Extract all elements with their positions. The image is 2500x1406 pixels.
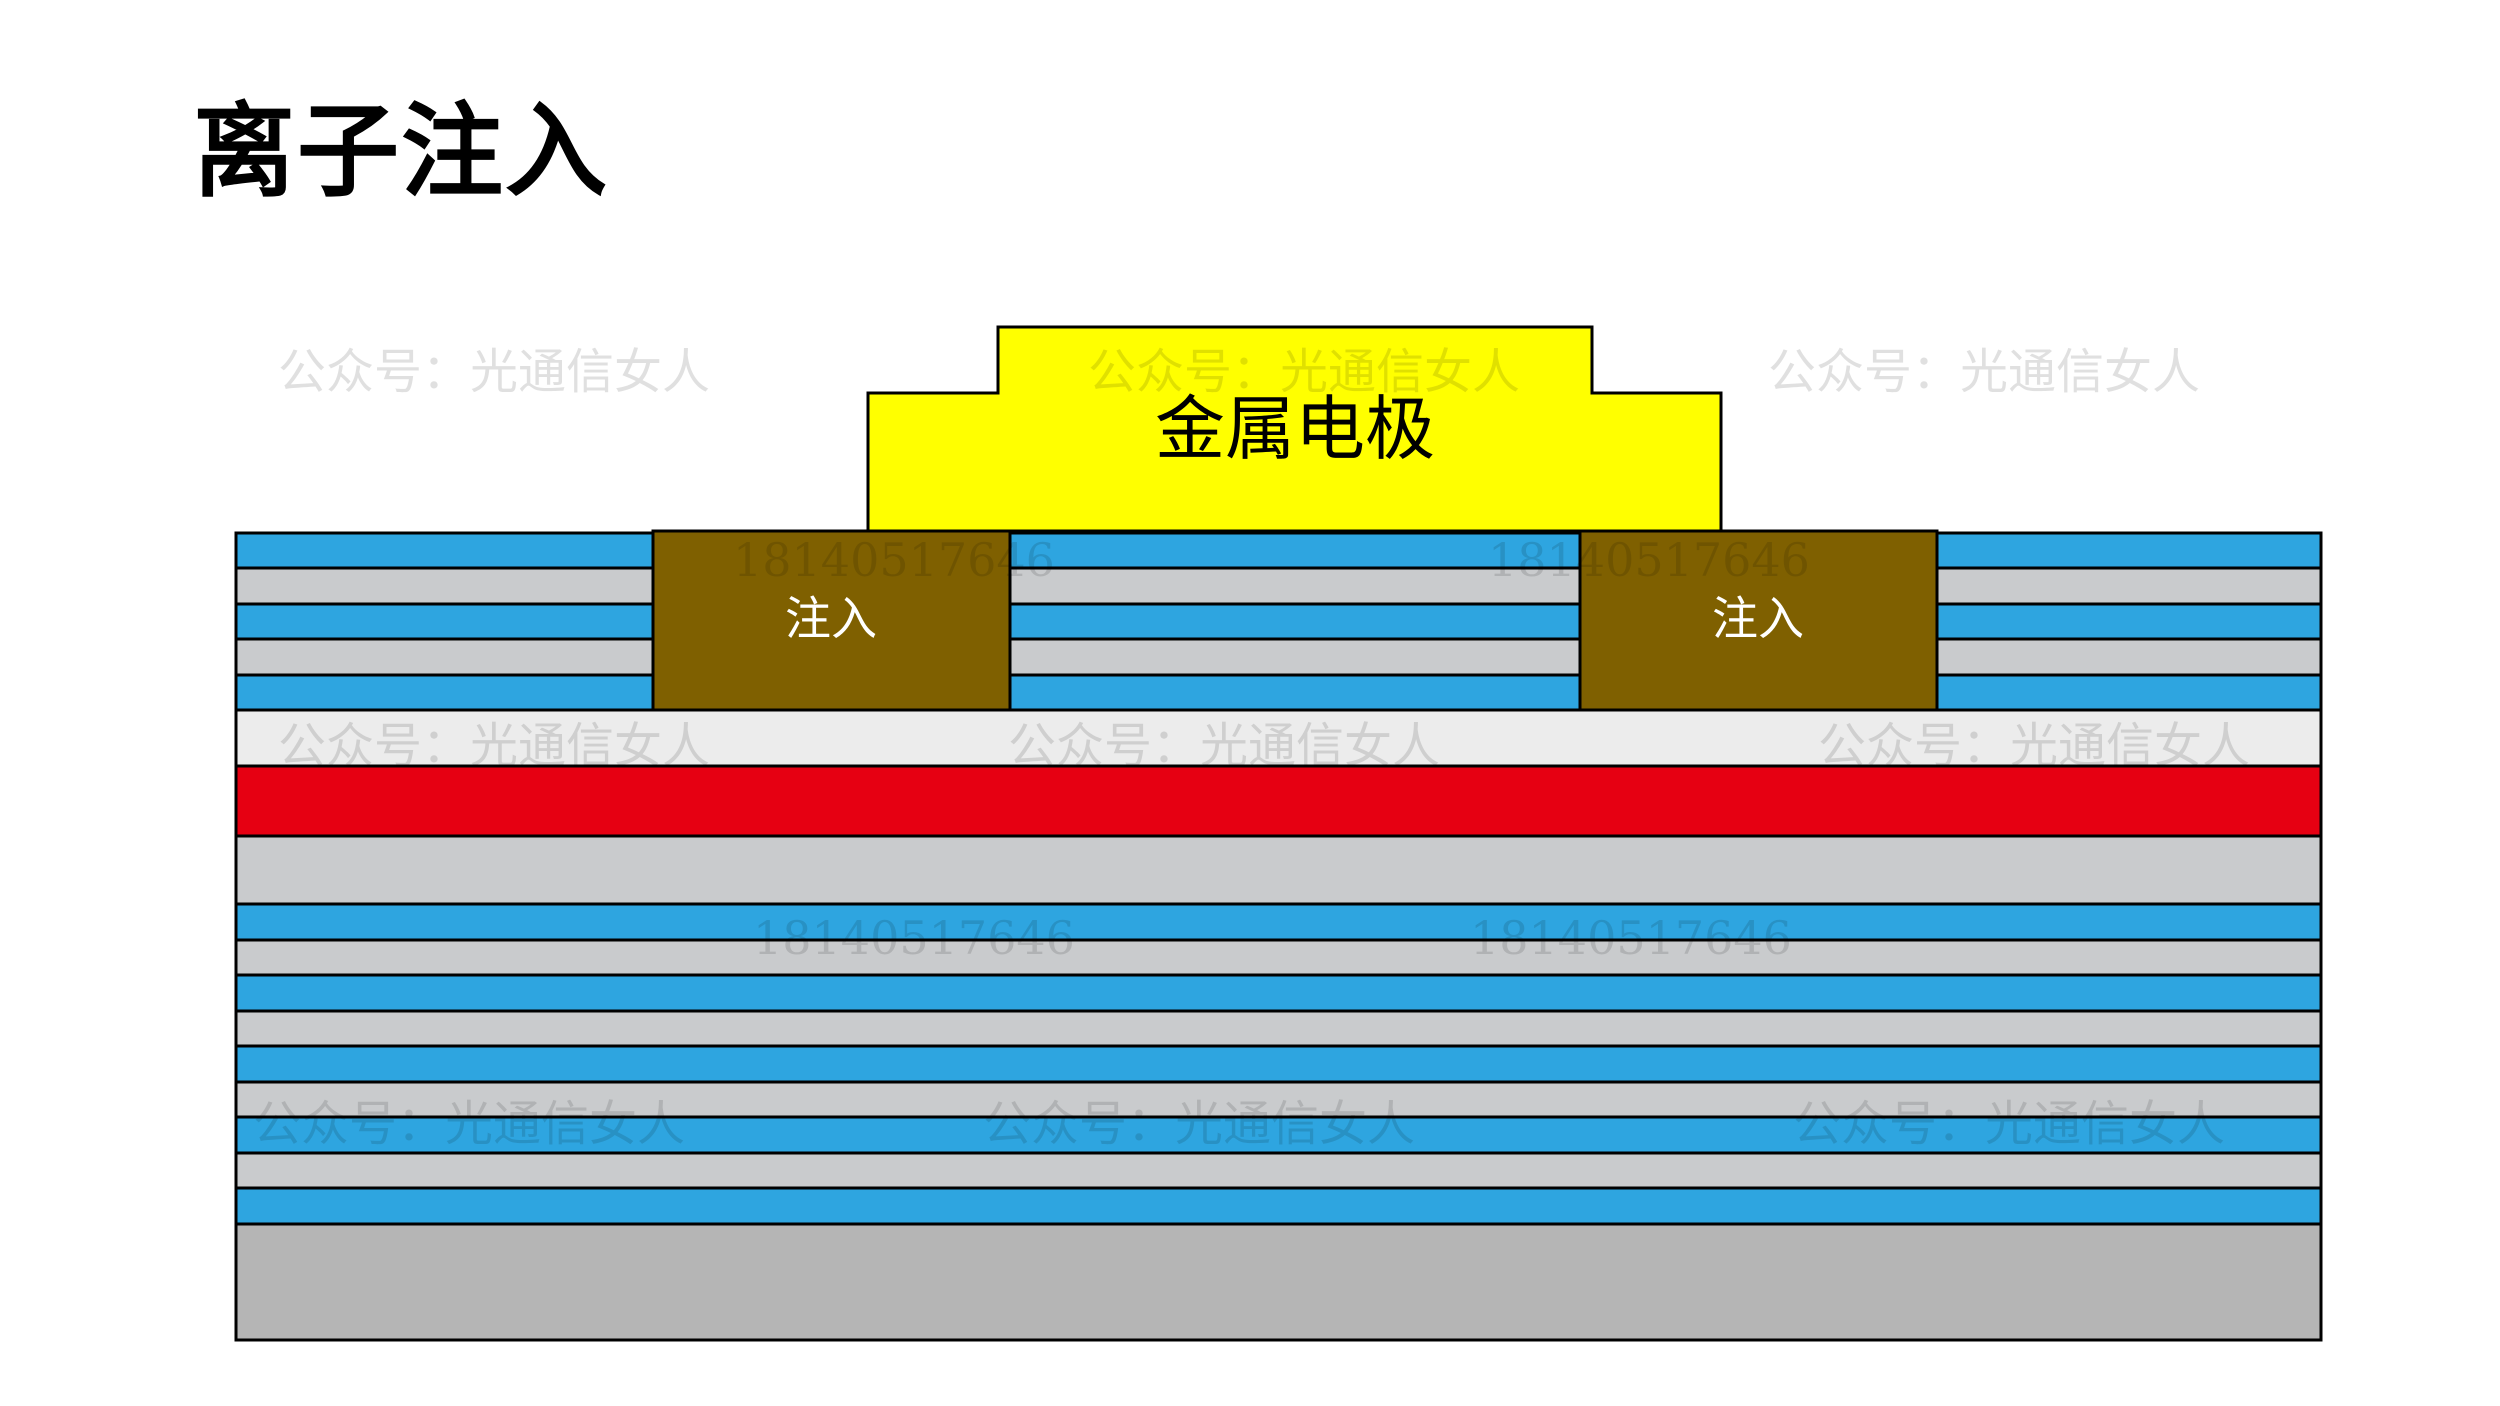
dbr-bottom-blue-5 xyxy=(234,1186,2323,1226)
dbr-top-blue-1 xyxy=(234,531,2323,570)
dbr-bottom-gray-2 xyxy=(234,1009,2323,1048)
watermark-account: 公众号：光通信女人 xyxy=(983,1096,1415,1152)
substrate xyxy=(234,1222,2323,1342)
watermark-account: 公众号：光通信女人 xyxy=(1008,718,1440,774)
watermark-account: 公众号：光通信女人 xyxy=(1793,1096,2225,1152)
dbr-bottom-blue-2 xyxy=(234,973,2323,1013)
watermark-phone: 18140517646 xyxy=(1488,533,1810,587)
dbr-top-gray-2 xyxy=(234,637,2323,677)
watermark-account: 公众号：光通信女人 xyxy=(278,718,710,774)
dbr-top-blue-3 xyxy=(234,673,2323,712)
dbr-bottom-gray-3 xyxy=(234,1080,2323,1119)
dbr-top-blue-2 xyxy=(234,602,2323,641)
dbr-bottom-gray-4 xyxy=(234,1151,2323,1190)
dbr-bottom-blue-3 xyxy=(234,1044,2323,1084)
dbr-bottom-blue-1 xyxy=(234,902,2323,942)
implant-label-right: 注入 xyxy=(1712,592,1804,646)
watermark-account: 公众号：光通信女人 xyxy=(253,1096,685,1152)
watermark-phone: 18140517646 xyxy=(733,533,1055,587)
layer-stack xyxy=(234,531,2323,1342)
dbr-top-gray-1 xyxy=(234,566,2323,606)
implant-region-right xyxy=(1578,529,1939,712)
implant-label-left: 注入 xyxy=(785,592,877,646)
dbr-bottom-blue-4 xyxy=(234,1115,2323,1155)
watermark-phone: 18140517646 xyxy=(753,911,1075,965)
spacer-layer xyxy=(234,834,2323,906)
watermark-account: 公众号：光通信女人 xyxy=(1088,344,1520,400)
watermark-phone: 18140517646 xyxy=(1470,911,1792,965)
metal-electrode xyxy=(866,325,1723,533)
active-region xyxy=(234,764,2323,838)
page-title: 离子注入 xyxy=(193,93,609,212)
implant-region-left xyxy=(651,529,1012,712)
watermark-account: 公众号：光通信女人 xyxy=(1768,344,2200,400)
electrode-label: 金属电极 xyxy=(1155,388,1435,470)
watermark-account: 公众号：光通信女人 xyxy=(1818,718,2250,774)
watermark-account: 公众号：光通信女人 xyxy=(278,344,710,400)
oxide-layer xyxy=(234,708,2323,768)
watermarks: 公众号：光通信女人 公众号：光通信女人 公众号：光通信女人 公众号：光通信女人 … xyxy=(253,344,2250,1152)
dbr-bottom-gray-1 xyxy=(234,938,2323,977)
